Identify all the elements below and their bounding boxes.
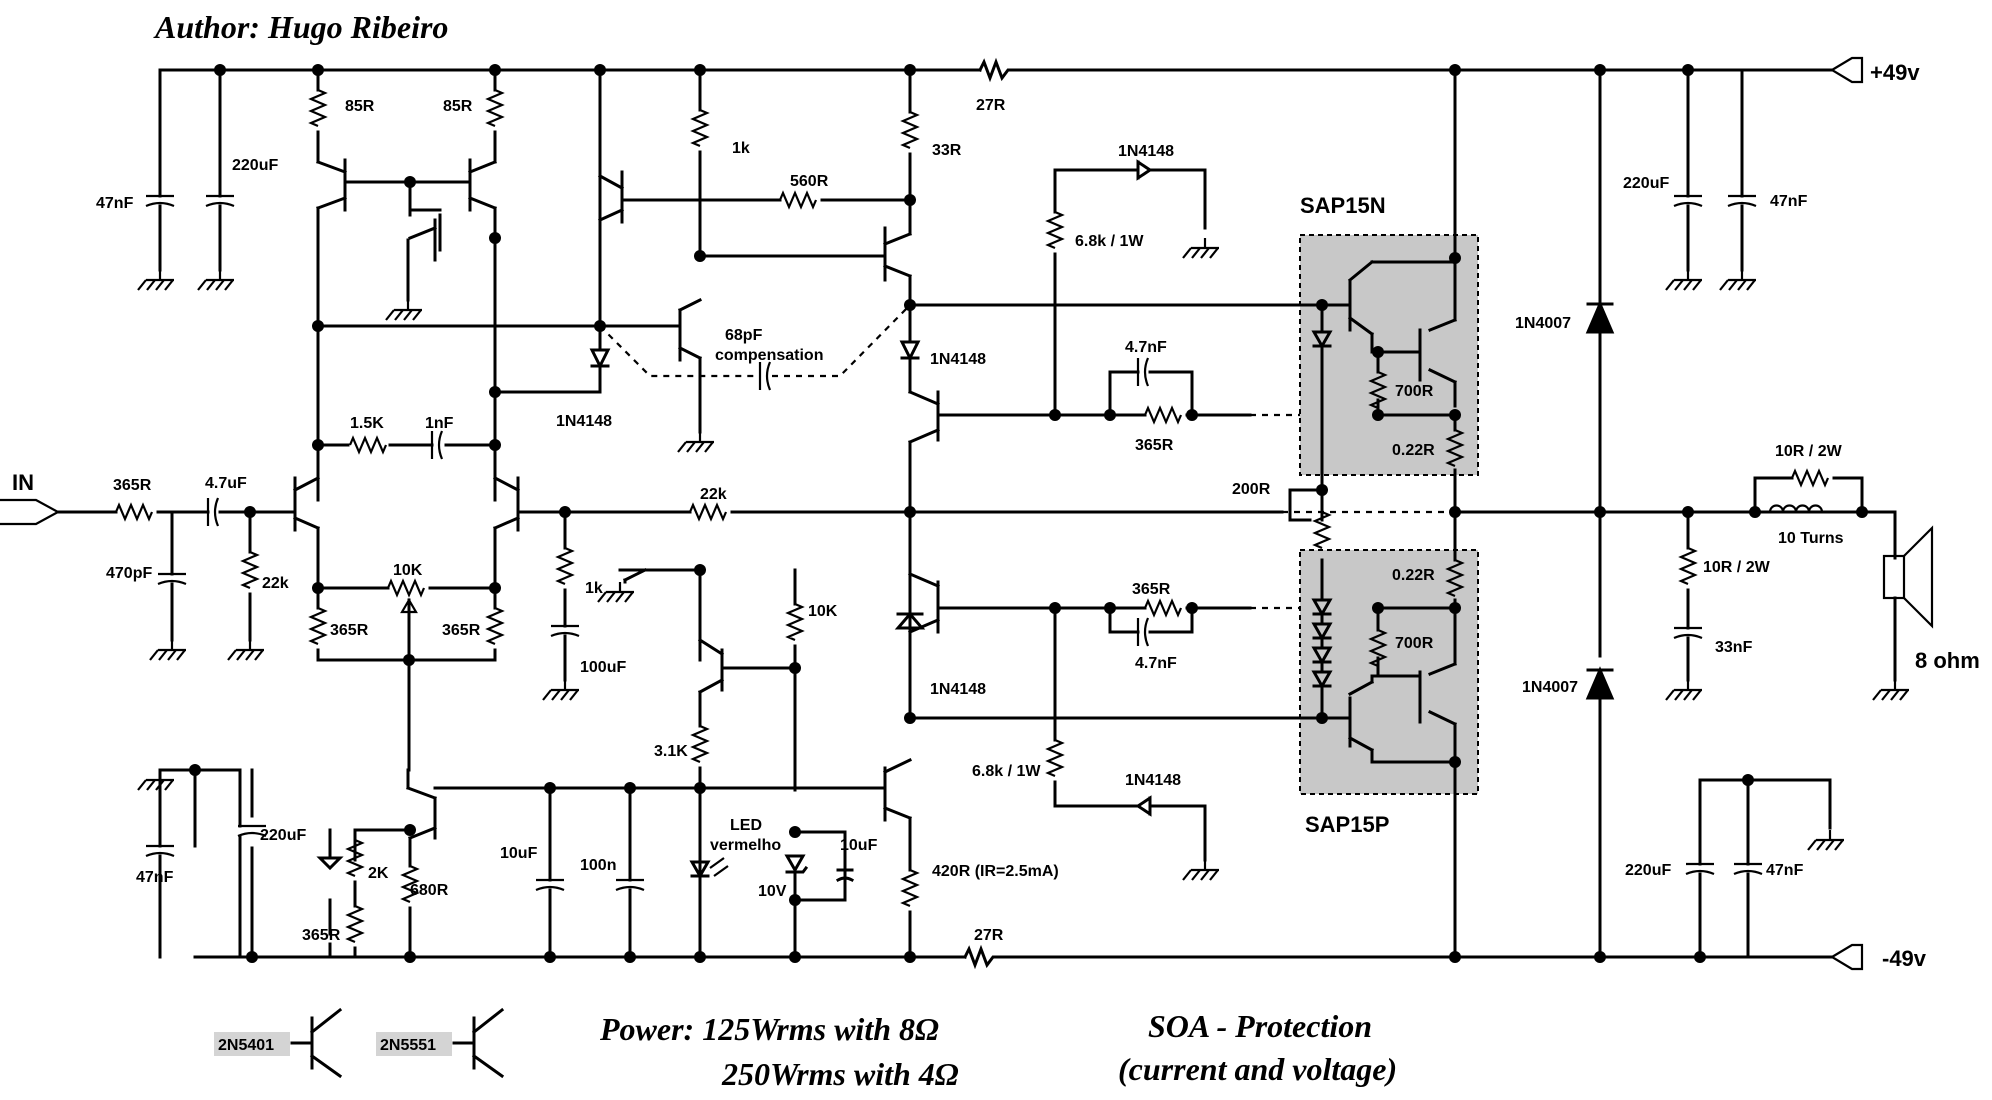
junction-dots bbox=[189, 64, 1868, 963]
speaker-icon bbox=[1882, 525, 1934, 629]
label-r1k-b: 1k bbox=[585, 580, 603, 597]
label-r680: 680R bbox=[410, 882, 449, 899]
label-d1n4148-e: 1N4148 bbox=[1125, 772, 1181, 789]
label-r700a: 700R bbox=[1395, 383, 1434, 400]
input-terminal[interactable] bbox=[0, 498, 61, 526]
label-r85-a: 85R bbox=[345, 98, 375, 115]
label-r2k: 2K bbox=[368, 865, 389, 882]
label-r22k-b: 22k bbox=[700, 486, 727, 503]
label-r700b: 700R bbox=[1395, 635, 1434, 652]
label-r68k-a: 6.8k / 1W bbox=[1075, 233, 1144, 250]
label-c47n-d: 4.7nF bbox=[1135, 655, 1177, 672]
label-r27b: 27R bbox=[974, 927, 1004, 944]
label-c47n-a: 47nF bbox=[96, 195, 134, 212]
label-r420: 420R (IR=2.5mA) bbox=[932, 863, 1059, 880]
positive-rail-terminal bbox=[1829, 56, 1864, 84]
label-c33n: 33nF bbox=[1715, 639, 1753, 656]
label-r15k: 1.5K bbox=[350, 415, 384, 432]
legend-npn-label: 2N5551 bbox=[380, 1037, 436, 1054]
label-r022a: 0.22R bbox=[1392, 442, 1435, 459]
label-r365a: 365R bbox=[1135, 437, 1174, 454]
label-r10k-a: 10K bbox=[393, 562, 423, 579]
label-c47n-e: 47nF bbox=[136, 869, 174, 886]
label-r10r2w-a: 10R / 2W bbox=[1775, 443, 1843, 460]
label-c47n-b: 47nF bbox=[1770, 193, 1808, 210]
label-c220u-d: 220uF bbox=[1625, 862, 1671, 879]
label-c47u: 4.7uF bbox=[205, 475, 247, 492]
label-c470p: 470pF bbox=[106, 565, 152, 582]
label-c100n: 100n bbox=[580, 857, 616, 874]
label-c47n-f: 47nF bbox=[1766, 862, 1804, 879]
negative-rail-label: -49v bbox=[1882, 946, 1927, 971]
label-r022b: 0.22R bbox=[1392, 567, 1435, 584]
label-r31k: 3.1K bbox=[654, 743, 688, 760]
label-d1n4148-a: 1N4148 bbox=[556, 413, 612, 430]
label-c10u-a: 10uF bbox=[840, 837, 878, 854]
label-c220u-b: 220uF bbox=[1623, 175, 1669, 192]
label-c220u-a: 220uF bbox=[232, 157, 278, 174]
label-r10r2w-b: 10R / 2W bbox=[1703, 559, 1771, 576]
author-title: Author: Hugo Ribeiro bbox=[153, 9, 448, 45]
label-z10v: 10V bbox=[758, 883, 787, 900]
negative-rail-terminal bbox=[1829, 943, 1864, 971]
label-r1k: 1k bbox=[732, 140, 750, 157]
label-r560: 560R bbox=[790, 173, 829, 190]
label-c47n-c: 4.7nF bbox=[1125, 339, 1167, 356]
label-l10t: 10 Turns bbox=[1778, 530, 1844, 547]
sap15n-label: SAP15N bbox=[1300, 193, 1386, 218]
label-d1n4148-d: 1N4148 bbox=[930, 681, 986, 698]
label-r200: 200R bbox=[1232, 481, 1271, 498]
label-r68k-b: 6.8k / 1W bbox=[972, 763, 1041, 780]
label-c1n: 1nF bbox=[425, 415, 454, 432]
legend-pnp-label: 2N5401 bbox=[218, 1037, 274, 1054]
label-r33: 33R bbox=[932, 142, 962, 159]
sap15n-module bbox=[1299, 234, 1479, 476]
label-r365d: 365R bbox=[1132, 581, 1171, 598]
label-d1n4007-a: 1N4007 bbox=[1515, 315, 1571, 332]
label-c10u-b: 10uF bbox=[500, 845, 538, 862]
transistor-legend: 2N5401 2N5551 bbox=[214, 1007, 505, 1079]
sap15p-label: SAP15P bbox=[1305, 812, 1389, 837]
label-r365c: 365R bbox=[442, 622, 481, 639]
label-d1n4148-c: 1N4148 bbox=[1118, 143, 1174, 160]
label-c100u: 100uF bbox=[580, 659, 626, 676]
soa-note-2: (current and voltage) bbox=[1118, 1051, 1397, 1087]
label-c68p: 68pF bbox=[725, 327, 763, 344]
power-note-2: 250Wrms with 4Ω bbox=[721, 1056, 959, 1092]
label-r365in: 365R bbox=[113, 477, 152, 494]
output-label: 8 ohm bbox=[1915, 648, 1980, 673]
label-r85-b: 85R bbox=[443, 98, 473, 115]
label-led2: vermelho bbox=[710, 837, 781, 854]
label-compensation: compensation bbox=[715, 347, 823, 364]
label-r10k-b: 10K bbox=[808, 603, 838, 620]
label-led: LED bbox=[730, 817, 762, 834]
label-c220u-c: 220uF bbox=[260, 827, 306, 844]
label-r365b: 365R bbox=[330, 622, 369, 639]
soa-note-1: SOA - Protection bbox=[1148, 1008, 1372, 1044]
label-d1n4007-b: 1N4007 bbox=[1522, 679, 1578, 696]
label-r27a: 27R bbox=[976, 97, 1006, 114]
power-note-1: Power: 125Wrms with 8Ω bbox=[599, 1011, 939, 1047]
positive-rail-label: +49v bbox=[1870, 60, 1920, 85]
label-r365e: 365R bbox=[302, 927, 341, 944]
input-label: IN bbox=[12, 470, 34, 495]
label-d1n4148-b: 1N4148 bbox=[930, 351, 986, 368]
label-r22k-a: 22k bbox=[262, 575, 289, 592]
